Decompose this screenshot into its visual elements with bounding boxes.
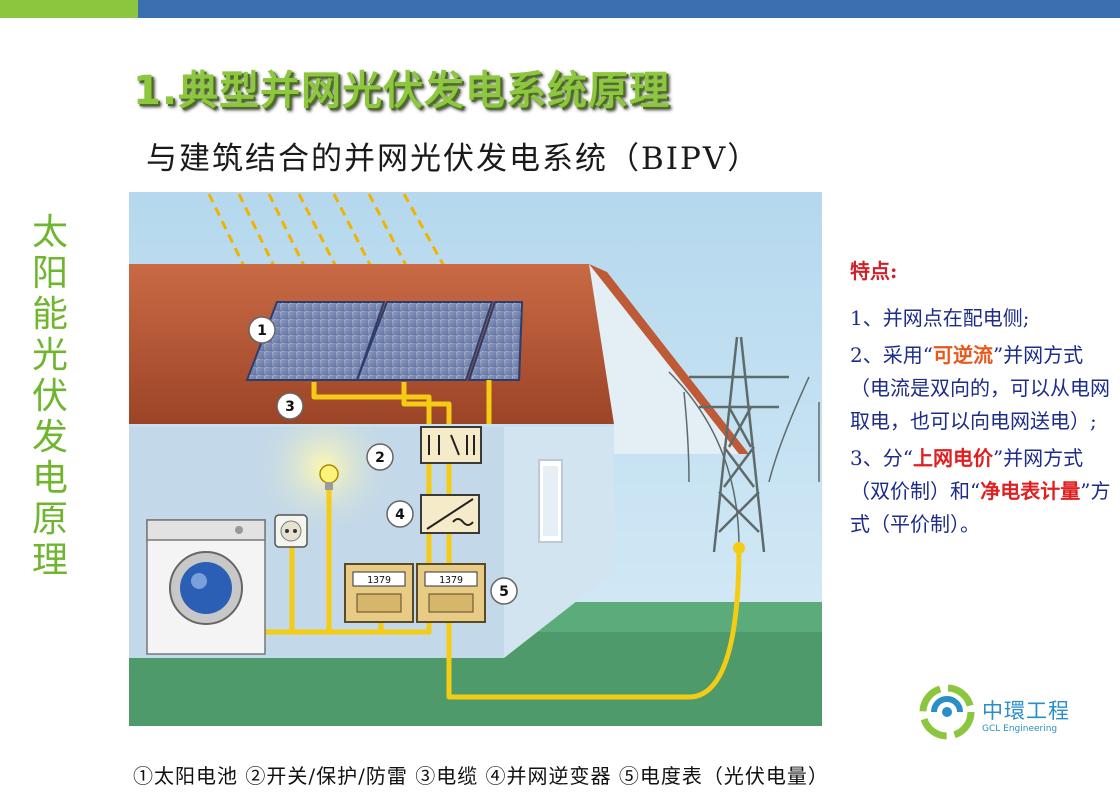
marker-3: 3	[285, 399, 295, 415]
logo-mark-icon	[919, 684, 975, 740]
solar-panels	[245, 301, 524, 381]
feature-3-prefix: 3、分“	[850, 446, 913, 470]
feature-2-suffix: ”并网方式（电流是双向的，可以从电网取电，也可以向电网送电）;	[850, 343, 1110, 433]
feature-item-1: 1、并网点在配电侧;	[850, 306, 1030, 330]
electricity-meters	[344, 563, 486, 623]
feature-2-prefix: 2、采用“	[850, 343, 933, 367]
feature-3-suffix: ”方式（平价制）。	[850, 479, 1111, 536]
cables	[246, 380, 742, 700]
power-socket	[274, 514, 308, 548]
switch-protection-box	[420, 426, 482, 464]
logo-english-name: GCL Engineering	[982, 724, 1058, 734]
feature-3-highlight-2: 净电表计量	[980, 479, 1081, 503]
transmission-pylon	[668, 336, 820, 553]
company-logo: 中環工程 GCL Engineering	[918, 683, 1070, 745]
slide-subtitle: 与建筑结合的并网光伏发电系统（BIPV）	[146, 141, 761, 177]
feature-2-highlight: 可逆流	[932, 343, 993, 367]
feature-3-middle: ”并网方式（双价制）和“	[850, 446, 1084, 503]
washing-machine	[146, 519, 266, 655]
top-bar-green-segment	[0, 0, 138, 18]
features-title: 特点:	[850, 259, 898, 283]
light-bulb	[319, 464, 339, 490]
marker-4: 4	[395, 507, 405, 523]
marker-1: 1	[257, 323, 267, 339]
diagram-legend: ①太阳电池 ②开关/保护/防雷 ③电缆 ④并网逆变器 ⑤电度表（光伏电量）	[133, 764, 829, 788]
bipv-diagram: 1379 1379 1 2 3 4	[129, 192, 822, 726]
slide-title: 1.典型并网光伏发电系统原理	[133, 68, 671, 114]
feature-3-highlight-1: 上网电价	[912, 446, 993, 470]
logo-chinese-name: 中環工程	[982, 699, 1070, 723]
grid-inverter	[420, 494, 480, 534]
side-vertical-heading: 太阳能光伏发电原理	[31, 212, 68, 581]
feature-item-3: 3、分“上网电价”并网方式（双价制）和“净电表计量”方式（平价制）。	[850, 442, 1112, 541]
marker-5: 5	[499, 584, 509, 600]
feature-item-2: 2、采用“可逆流”并网方式（电流是双向的，可以从电网取电，也可以向电网送电）;	[850, 339, 1112, 438]
features-panel: 特点: 1、并网点在配电侧; 2、采用“可逆流”并网方式（电流是双向的，可以从电…	[850, 255, 1112, 545]
meter-reading-1: 1379	[367, 575, 391, 586]
marker-2: 2	[375, 450, 385, 466]
top-bar-blue-segment	[138, 0, 1120, 18]
meter-reading-2: 1379	[439, 575, 463, 586]
